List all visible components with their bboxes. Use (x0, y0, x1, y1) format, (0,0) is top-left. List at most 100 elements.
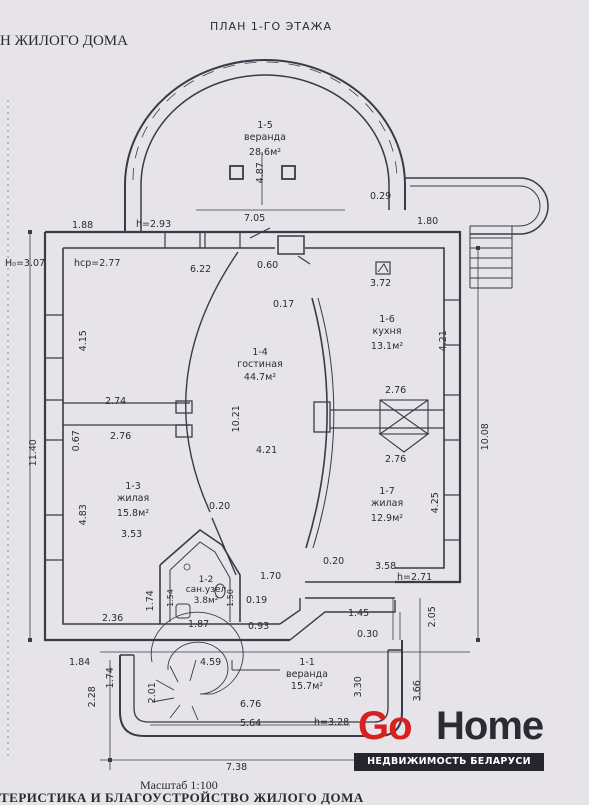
room-name: веранда (244, 131, 286, 143)
dim-label: 0.29 (370, 191, 392, 202)
veranda-column-right (281, 165, 296, 180)
dim-label: 4.87 (254, 162, 266, 184)
exterior-walls (43, 230, 462, 642)
dim-label: 0.20 (323, 556, 345, 567)
document-header-fragment: Н ЖИЛОГО ДОМА (0, 33, 128, 49)
dim-label: 1.74 (144, 590, 156, 612)
dim-label: 4.15 (77, 330, 89, 352)
veranda-column-left (229, 165, 244, 180)
room-name: веранда (286, 668, 328, 680)
dim-label: 2.76 (110, 431, 132, 442)
room-area: 44.7м² (243, 372, 277, 383)
room-area: 15.7м² (290, 681, 324, 692)
room-name: кухня (372, 325, 402, 337)
dim-label: 10.21 (230, 405, 242, 433)
dim-label: 2.74 (105, 396, 127, 407)
dim-label: 1.84 (69, 657, 91, 668)
dim-label: H₀=3.07 (5, 258, 46, 269)
stove (378, 399, 430, 453)
room-1-1: 1-1 веранда 15.7м² (282, 658, 332, 692)
plan-title: ПЛАН 1-ГО ЭТАЖА (210, 20, 332, 33)
room-number: 1-1 (299, 657, 315, 668)
dim-label: 2.01 (146, 682, 158, 704)
spiral-stairs (150, 611, 244, 721)
dim-label: 3.66 (411, 680, 423, 702)
document-footer-fragment: ТЕРИСТИКА И БЛАГОУСТРОЙСТВО ЖИЛОГО ДОМА (0, 790, 364, 805)
dim-label: 11.40 (27, 439, 39, 467)
room-1-7: 1-7 жилая 12.9м² (362, 487, 412, 524)
gohome-logo: Go Home НЕДВИЖИМОСТЬ БЕЛАРУСИ (354, 704, 546, 772)
dim-label: 0.30 (357, 629, 379, 640)
dim-label: 7.05 (244, 213, 266, 224)
dim-label: 2.05 (426, 606, 438, 628)
dim-label: 10.08 (479, 423, 491, 451)
dim-label: 3.53 (121, 529, 143, 540)
terrace-outline (405, 177, 549, 235)
logo-go: Go (358, 704, 413, 748)
room-number: 1-3 (125, 481, 141, 492)
room-area: 3.8м² (193, 596, 219, 606)
room-name: гостиная (237, 358, 283, 370)
logo-tagline: НЕДВИЖИМОСТЬ БЕЛАРУСИ (354, 753, 544, 771)
dim-label: 3.72 (370, 278, 392, 289)
stair-symbol (375, 261, 391, 275)
room-area: 13.1м² (370, 341, 404, 352)
dim-label: 0.93 (248, 621, 270, 632)
dim-label: 4.21 (256, 445, 278, 456)
dim-label: 6.76 (240, 699, 262, 710)
dim-label: 0.20 (209, 501, 231, 512)
dim-label: 2.36 (102, 613, 124, 624)
room-1-6: 1-6 кухня 13.1м² (362, 315, 412, 352)
room-area: 15.8м² (116, 508, 150, 519)
room-number: 1-2 (198, 575, 214, 585)
windows (45, 232, 460, 561)
room-number: 1-6 (379, 314, 395, 325)
dim-label: 3.30 (352, 676, 364, 698)
room-number: 1-5 (257, 120, 273, 131)
room-1-5: 1-5 веранда 28.6м² (240, 121, 290, 158)
veranda-1-1-walls (119, 640, 403, 737)
living-curved-walls (184, 227, 335, 549)
room-area: 12.9м² (370, 513, 404, 524)
room-name: жилая (116, 492, 150, 504)
dim-label: 1.45 (348, 608, 370, 619)
dim-label: 1.88 (72, 220, 94, 231)
dim-label: 0.19 (246, 595, 268, 606)
dim-label: 1.74 (104, 667, 116, 689)
porch-stairs (469, 226, 513, 289)
dim-label: 1.87 (188, 619, 210, 630)
drain-icon (183, 563, 191, 571)
dim-label: 4.25 (429, 492, 441, 514)
dim-label: 6.22 (190, 264, 212, 275)
room-name: сан.узел (185, 585, 227, 595)
bathroom-walls (159, 528, 241, 624)
dim-label: h=2.71 (397, 572, 433, 583)
dim-label: h=2.93 (136, 219, 172, 230)
room-1-4: 1-4 гостиная 44.7м² (230, 348, 290, 383)
dim-label: 1.54 (165, 589, 175, 607)
dim-label: 7.38 (226, 762, 248, 773)
bath-door (211, 517, 237, 576)
entry-walls (279, 598, 396, 641)
dim-label: 1.80 (417, 216, 439, 227)
room-number: 1-7 (379, 486, 395, 497)
dim-label: 1.50 (225, 589, 235, 607)
dim-label: 0.67 (70, 430, 82, 452)
dim-label: 4.83 (77, 504, 89, 526)
dim-label: 4.21 (437, 330, 449, 352)
scale-label: Масштаб 1:100 (140, 778, 218, 792)
dim-label: 4.59 (200, 657, 222, 668)
veranda-arc-wall (124, 59, 406, 232)
sink-icon (175, 603, 191, 619)
room-area: 28.6м² (248, 147, 282, 158)
toilet-icon (214, 583, 226, 599)
interior-partitions (63, 235, 444, 599)
logo-home: Home (436, 704, 544, 748)
dim-label: 1.70 (260, 571, 282, 582)
room-name: жилая (370, 497, 404, 509)
dim-label: 3.58 (375, 561, 397, 572)
dim-label: 2.76 (385, 454, 407, 465)
room-1-2: 1-2 сан.узел 3.8м² (180, 576, 232, 606)
dim-label: hср=2.77 (74, 258, 121, 269)
